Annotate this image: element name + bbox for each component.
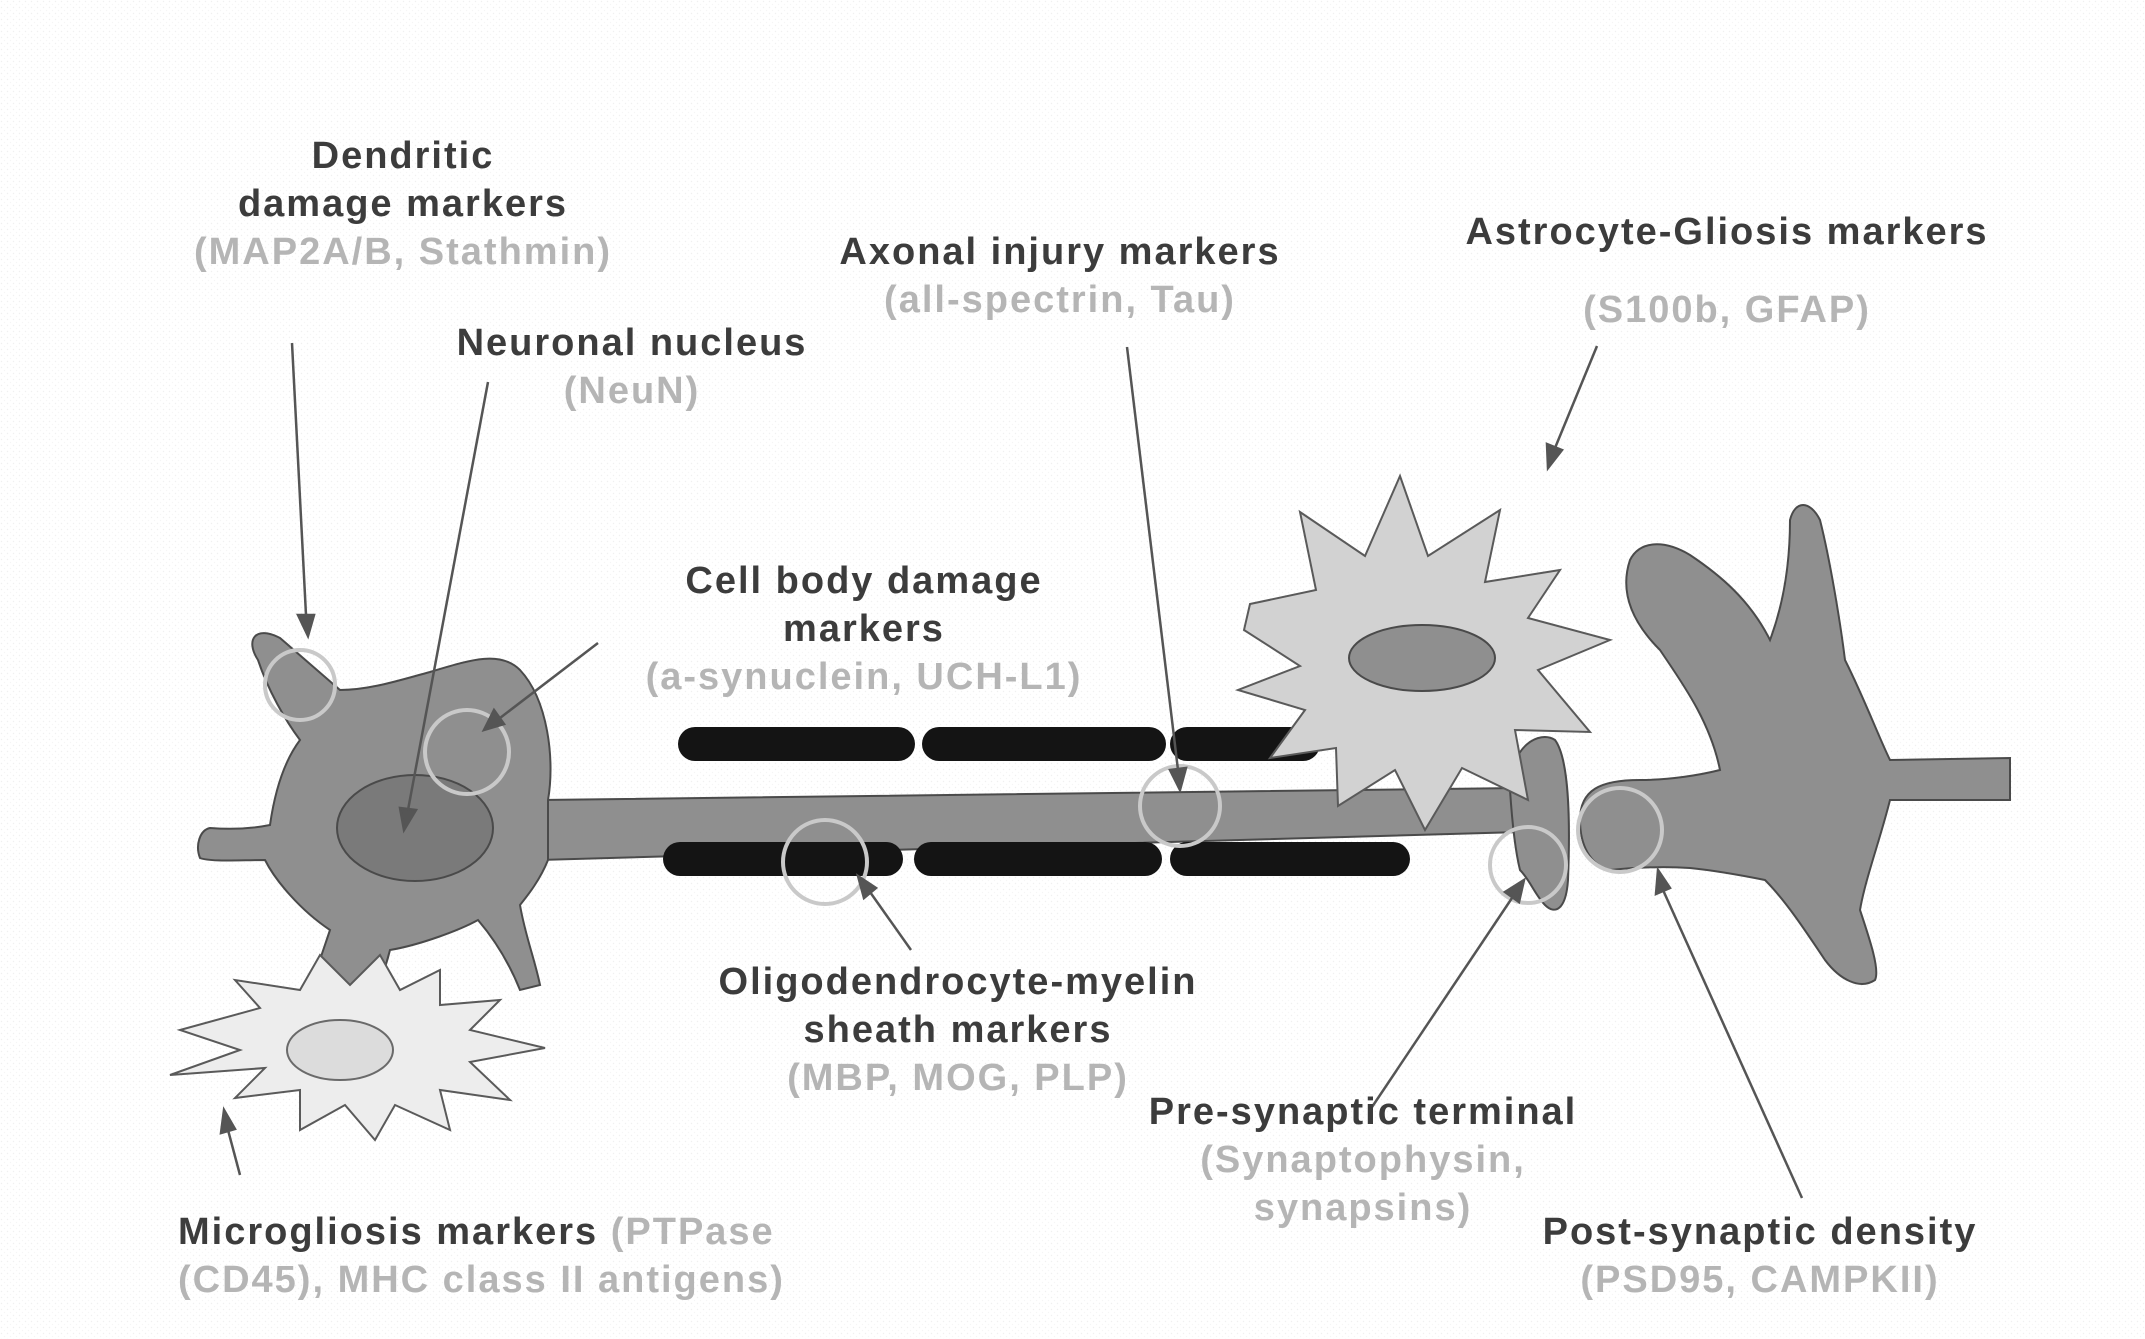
microgliosis-title: Microgliosis markers bbox=[178, 1211, 598, 1253]
cellbody-markers: (a-synuclein, UCH-L1) bbox=[646, 653, 1083, 701]
oligo-title-line1: Oligodendrocyte-myelin bbox=[719, 958, 1198, 1006]
dendritic-markers: (MAP2A/B, Stathmin) bbox=[194, 228, 612, 276]
nucleus-markers: (NeuN) bbox=[457, 367, 808, 415]
cellbody-label: Cell body damage markers (a-synuclein, U… bbox=[646, 557, 1083, 701]
axonal-markers: (all-spectrin, Tau) bbox=[839, 276, 1280, 324]
axonal-title: Axonal injury markers bbox=[839, 228, 1280, 276]
astrocyte-markers: (S100b, GFAP) bbox=[1465, 286, 1988, 334]
myelin-sheath bbox=[1170, 842, 1410, 876]
neuronal-nucleus bbox=[337, 775, 493, 881]
dendritic-title-line2: damage markers bbox=[194, 180, 612, 228]
presynaptic-title: Pre-synaptic terminal bbox=[1149, 1088, 1577, 1136]
oligo-label: Oligodendrocyte-myelin sheath markers (M… bbox=[719, 958, 1198, 1102]
microgliosis-markers-line2: (CD45), MHC class II antigens) bbox=[178, 1256, 785, 1304]
astrocyte-label: Astrocyte-Gliosis markers (S100b, GFAP) bbox=[1465, 208, 1988, 334]
microgliosis-line1: Microgliosis markers (PTPase bbox=[178, 1208, 785, 1256]
astrocyte-nucleus bbox=[1349, 625, 1495, 691]
nucleus-label: Neuronal nucleus (NeuN) bbox=[457, 319, 808, 415]
nucleus-title: Neuronal nucleus bbox=[457, 319, 808, 367]
myelin-sheath bbox=[914, 842, 1162, 876]
oligo-markers: (MBP, MOG, PLP) bbox=[719, 1054, 1198, 1102]
presynaptic-label: Pre-synaptic terminal (Synaptophysin, sy… bbox=[1149, 1088, 1577, 1232]
microglia-nucleus bbox=[287, 1020, 393, 1080]
presynaptic-markers-line2: synapsins) bbox=[1149, 1184, 1577, 1232]
axonal-label: Axonal injury markers (all-spectrin, Tau… bbox=[839, 228, 1280, 324]
dendritic-title-line1: Dendritic bbox=[194, 132, 612, 180]
cellbody-title-line2: markers bbox=[646, 605, 1083, 653]
microgliosis-markers-line1: (PTPase bbox=[611, 1211, 775, 1253]
astrocyte-title: Astrocyte-Gliosis markers bbox=[1465, 208, 1988, 256]
postsynaptic-markers: (PSD95, CAMPKII) bbox=[1543, 1256, 1978, 1304]
cellbody-title-line1: Cell body damage bbox=[646, 557, 1083, 605]
myelin-sheath bbox=[922, 727, 1166, 761]
postsynaptic-label: Post-synaptic density (PSD95, CAMPKII) bbox=[1543, 1208, 1978, 1304]
oligo-title-line2: sheath markers bbox=[719, 1006, 1198, 1054]
microgliosis-label: Microgliosis markers (PTPase (CD45), MHC… bbox=[178, 1208, 785, 1304]
myelin-sheath bbox=[678, 727, 915, 761]
presynaptic-markers-line1: (Synaptophysin, bbox=[1149, 1136, 1577, 1184]
postsynaptic-title: Post-synaptic density bbox=[1543, 1208, 1978, 1256]
dendritic-label: Dendritic damage markers (MAP2A/B, Stath… bbox=[194, 132, 612, 276]
